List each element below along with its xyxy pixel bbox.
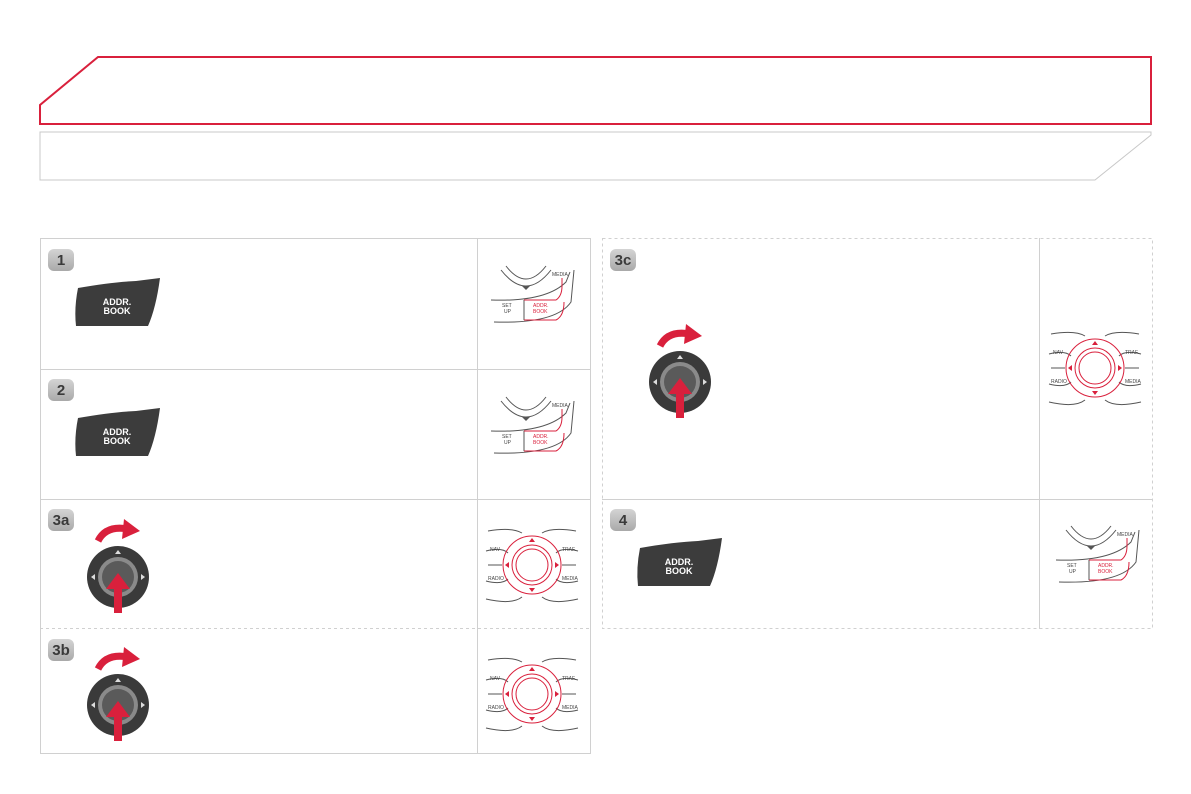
thumb-radio-label: RADIO (488, 576, 504, 582)
button-label-line2: BOOK (103, 436, 131, 446)
step-badge: 2 (48, 379, 74, 401)
addr-book-button-shape (637, 538, 722, 586)
thumb-media-label: MEDIA (562, 576, 579, 582)
thumb-addr-label: ADDR. (533, 434, 549, 440)
thumb-traf-label: TRAF. (562, 547, 576, 553)
rotary-knob[interactable] (78, 515, 158, 615)
thumb-addr-label: ADDR. (1098, 563, 1114, 569)
addr-book-button-shape (75, 278, 160, 326)
right-panel-frame (602, 238, 1153, 629)
addr-book-panel-thumbnail: MEDIA SET UP ADDR. BOOK (1051, 522, 1141, 597)
thumb-nav-label: NAV (1053, 350, 1064, 356)
thumb-media-label: MEDIA (552, 403, 569, 409)
button-label-line1: ADDR. (664, 557, 694, 567)
thumb-radio-label: RADIO (488, 705, 504, 711)
button-label-line2: BOOK (103, 306, 131, 316)
rotary-knob[interactable] (640, 320, 720, 420)
step-badge: 1 (48, 249, 74, 271)
header-banner (39, 56, 1152, 181)
thumb-up-label: UP (1069, 569, 1077, 575)
button-label-line1: ADDR. (102, 427, 132, 437)
thumb-media-label: MEDIA (562, 705, 579, 711)
addr-book-panel-thumbnail: MEDIA SET UP ADDR. BOOK (486, 262, 576, 337)
thumb-media-label: MEDIA (1117, 532, 1134, 538)
step-badge: 4 (610, 509, 636, 531)
thumb-book-label: BOOK (1098, 569, 1113, 575)
thumb-addr-label: ADDR. (533, 303, 549, 309)
thumb-nav-label: NAV (490, 676, 501, 682)
addr-book-button[interactable]: ADDR. BOOK (72, 408, 162, 458)
thumb-media-label: MEDIA (552, 272, 569, 278)
thumb-set-label: SET (502, 303, 512, 309)
step-badge: 3c (610, 249, 636, 271)
left-panel-frame (40, 238, 591, 754)
thumb-traf-label: TRAF. (562, 676, 576, 682)
thumb-set-label: SET (1067, 563, 1077, 569)
addr-book-button-shape (75, 408, 160, 456)
addr-book-button[interactable]: ADDR. BOOK (634, 538, 724, 588)
addr-book-panel-thumbnail: MEDIA SET UP ADDR. BOOK (486, 393, 576, 468)
step-badge: 3a (48, 509, 74, 531)
step-badge: 3b (48, 639, 74, 661)
button-label-line2: BOOK (665, 566, 693, 576)
thumb-set-label: SET (502, 434, 512, 440)
thumb-up-label: UP (504, 309, 512, 315)
thumb-book-label: BOOK (533, 309, 548, 315)
rotary-panel-thumbnail: NAV TRAF. RADIO MEDIA (482, 650, 582, 745)
thumb-traf-label: TRAF. (1125, 350, 1139, 356)
button-label-line1: ADDR. (102, 297, 132, 307)
rotary-panel-thumbnail: NAV TRAF. RADIO MEDIA (1045, 324, 1145, 419)
thumb-radio-label: RADIO (1051, 379, 1067, 385)
addr-book-button[interactable]: ADDR. BOOK (72, 278, 162, 328)
thumb-up-label: UP (504, 440, 512, 446)
rotary-knob[interactable] (78, 643, 158, 743)
thumb-book-label: BOOK (533, 440, 548, 446)
thumb-nav-label: NAV (490, 547, 501, 553)
rotary-panel-thumbnail: NAV TRAF. RADIO MEDIA (482, 521, 582, 616)
thumb-media-label: MEDIA (1125, 379, 1142, 385)
